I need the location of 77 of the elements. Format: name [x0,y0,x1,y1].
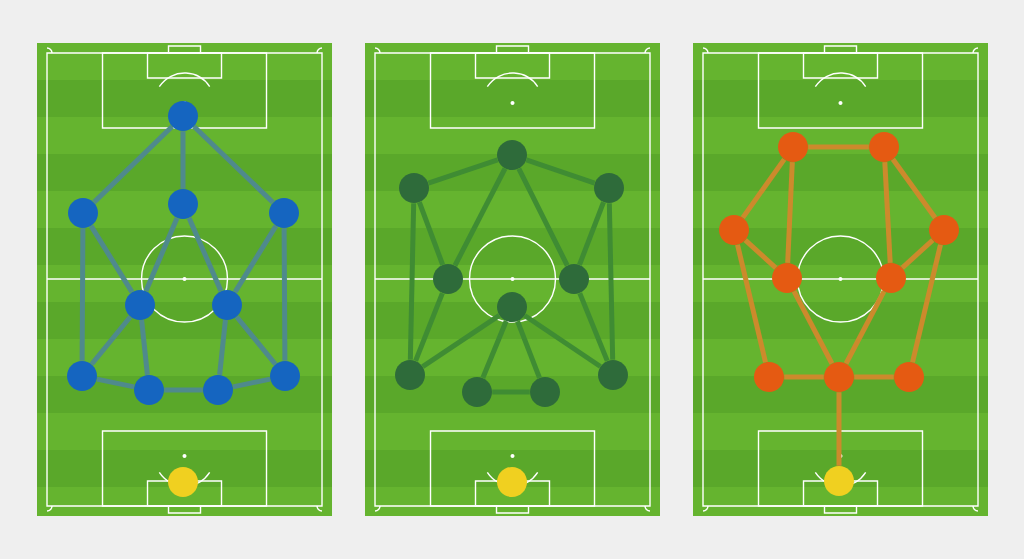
player-marker [824,466,854,496]
connector-line [743,238,778,270]
connector-line [523,313,602,369]
player-marker [778,132,808,162]
player-marker [754,362,784,392]
player-marker [270,361,300,391]
connector-line [740,157,787,220]
connector-line [791,290,835,365]
connector-line [808,144,869,150]
connector-line [836,392,842,466]
connector-line [417,201,446,266]
player-marker [168,467,198,497]
player-marker [462,377,492,407]
player-marker [134,375,164,405]
connector-line [784,374,824,380]
player-marker [497,140,527,170]
player-marker [598,360,628,390]
connector-line [516,167,570,267]
player-marker [433,264,463,294]
connector-line [515,320,542,379]
connector-line [89,315,133,366]
connector-line [882,162,893,263]
connector-line [234,315,278,366]
connector-line [192,124,275,205]
connector-line [92,124,174,205]
connector-line [480,320,509,379]
connector-line [525,157,596,186]
player-marker [719,215,749,245]
player-marker [929,215,959,245]
player-marker [203,375,233,405]
player-marker [497,467,527,497]
connector-line [96,376,135,390]
player-marker [869,132,899,162]
player-marker [824,362,854,392]
player-marker [497,292,527,322]
player-marker [68,198,98,228]
connector-line [890,157,938,220]
connector-line [900,238,935,270]
connector-line [452,167,508,267]
player-marker [168,101,198,131]
connector-line [407,203,417,360]
player-marker [530,377,560,407]
connector-line [79,228,86,361]
player-marker [594,173,624,203]
connector-line [413,292,445,362]
connector-line [139,319,150,376]
player-marker [559,264,589,294]
player-marker [876,263,906,293]
connector-line [492,389,530,395]
connector-line [180,131,186,189]
player-marker [212,290,242,320]
connector-line [164,387,203,393]
connector-line [217,319,228,376]
connector-line [577,292,610,362]
connector-line [843,290,887,365]
connector-line [186,216,224,293]
player-marker [168,189,198,219]
connector-line [606,203,616,360]
player-marker [395,360,425,390]
player-marker [269,198,299,228]
connector-line [421,313,501,369]
player-marker [125,290,155,320]
player-marker [399,173,429,203]
connector-line [232,224,279,294]
connector-line [910,244,943,363]
player-marker [894,362,924,392]
connector-line [143,217,180,292]
player-marker [772,263,802,293]
connector-line [735,244,768,363]
player-marker [67,361,97,391]
connector-line [785,162,795,263]
connector-line [232,376,271,390]
connector-line [577,201,606,266]
connector-line [281,228,288,361]
connector-line [88,224,135,294]
connector-line [854,374,894,380]
connector-line [427,157,499,186]
